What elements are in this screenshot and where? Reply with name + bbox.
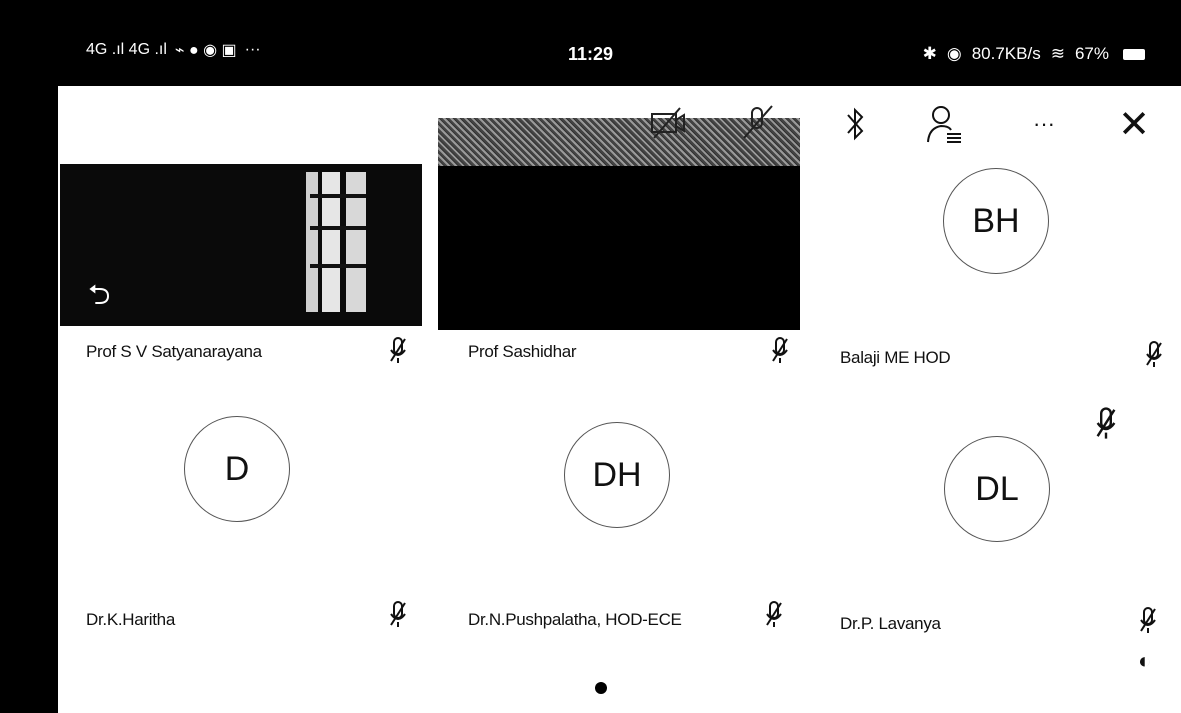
bluetooth-status-icon: ✱ bbox=[922, 44, 937, 63]
close-icon[interactable]: ✕ bbox=[1118, 103, 1150, 146]
video-tile-2[interactable] bbox=[438, 118, 800, 330]
alarm-icon: ◉ bbox=[946, 44, 962, 63]
clock: 11:29 bbox=[568, 44, 614, 64]
switch-camera-icon[interactable]: ⮌ bbox=[88, 279, 111, 310]
battery-level: 67% bbox=[1074, 44, 1109, 63]
avatar-initials: DL bbox=[944, 436, 1050, 542]
mic-muted-icon bbox=[766, 601, 782, 627]
status-right: ✱ ◉ 80.7KB/s ≋ 67% bbox=[923, 44, 1145, 64]
status-left: 4G .ıl 4G .ıl ⌁ ● ◉ ▣ ··· bbox=[86, 40, 261, 60]
video-feed bbox=[60, 164, 422, 326]
camera-off-icon[interactable] bbox=[648, 106, 688, 140]
participants-icon[interactable] bbox=[924, 104, 964, 144]
participant-name: Dr.N.Pushpalatha, HOD-ECE bbox=[468, 610, 682, 629]
accessibility-icon[interactable]: ◐ bbox=[1138, 648, 1152, 673]
wifi-icon: ≋ bbox=[1050, 44, 1065, 63]
status-bar: 4G .ıl 4G .ıl ⌁ ● ◉ ▣ ··· 11:29 ✱ ◉ 80.7… bbox=[58, 0, 1181, 86]
participant-name: Balaji ME HOD bbox=[840, 348, 951, 367]
mic-muted-icon bbox=[1096, 407, 1116, 439]
page-indicator-dot bbox=[595, 682, 607, 694]
video-noise-band bbox=[438, 118, 800, 166]
meeting-grid: ⮌ Prof S V Satyanarayana Prof Sashidhar bbox=[58, 86, 1181, 713]
more-icon[interactable]: ··· bbox=[1033, 111, 1055, 136]
bluetooth-icon[interactable] bbox=[836, 104, 876, 144]
mic-muted-icon bbox=[390, 337, 406, 363]
avatar-initials: D bbox=[184, 416, 290, 522]
participant-name: Dr.P. Lavanya bbox=[840, 614, 941, 633]
participant-name: Prof Sashidhar bbox=[468, 342, 577, 361]
mic-off-toolbar-icon[interactable] bbox=[738, 104, 778, 140]
avatar-initials: BH bbox=[943, 168, 1049, 274]
mic-muted-icon bbox=[1140, 607, 1156, 633]
mic-muted-icon bbox=[390, 601, 406, 627]
participant-name: Dr.K.Haritha bbox=[86, 610, 175, 629]
avatar-initials: DH bbox=[564, 422, 670, 528]
mic-muted-icon bbox=[1146, 341, 1162, 367]
battery-icon bbox=[1123, 48, 1145, 60]
more-notifications-icon: ··· bbox=[244, 41, 261, 58]
mic-muted-icon bbox=[772, 337, 788, 363]
net-speed: 80.7KB/s bbox=[971, 44, 1041, 63]
signal-icon: 4G .ıl 4G .ıl bbox=[86, 41, 167, 58]
notification-icons: ⌁ ● ◉ ▣ bbox=[174, 42, 237, 59]
video-tile-1[interactable]: ⮌ bbox=[60, 164, 422, 326]
participant-name: Prof S V Satyanarayana bbox=[86, 342, 262, 361]
